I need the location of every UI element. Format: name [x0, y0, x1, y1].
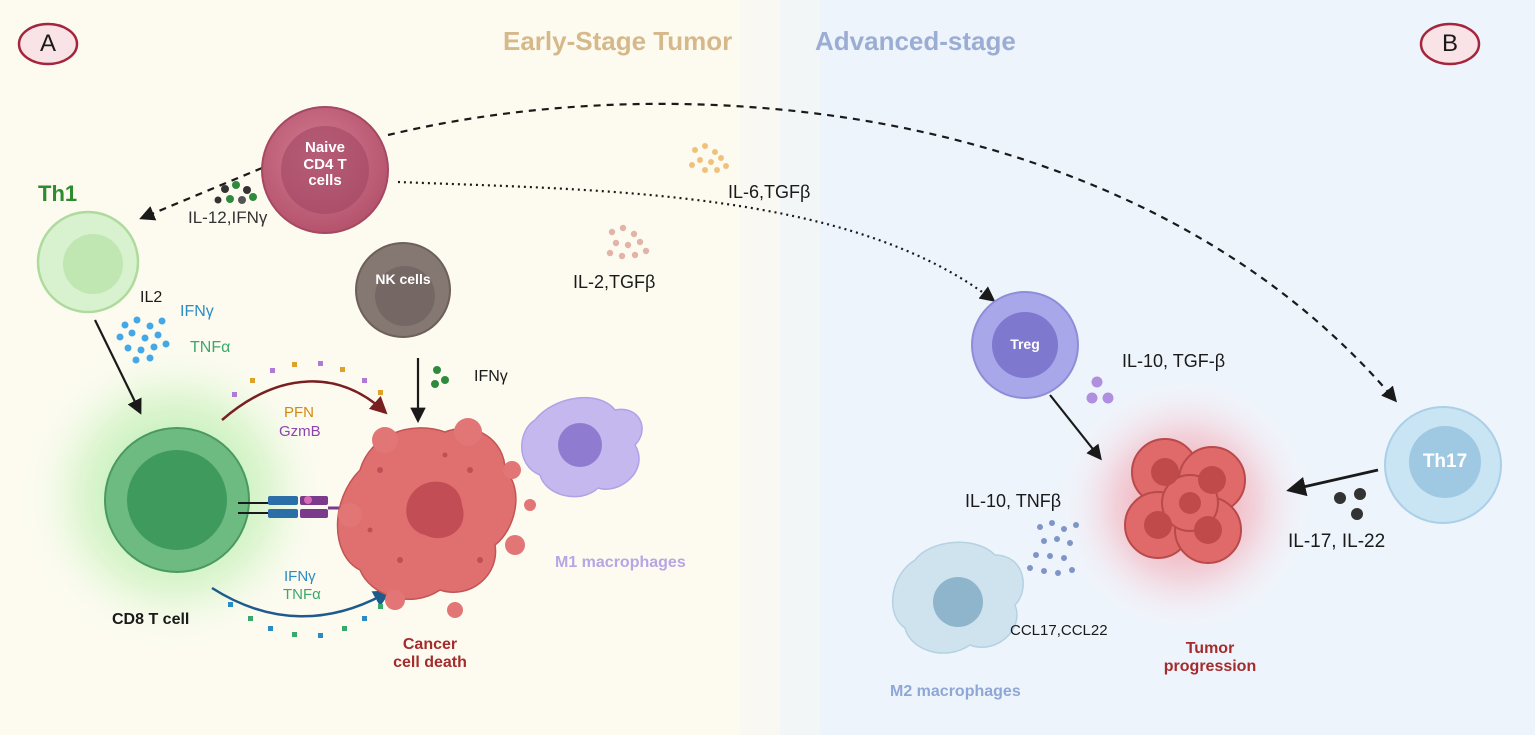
il2-tgfb-dots: [606, 224, 650, 260]
th17-cell: [1384, 406, 1502, 524]
m1-label: M1 macrophages: [555, 554, 686, 571]
pfn-gzmb-arrow: [221, 380, 388, 421]
il6-tgfb-label: IL-6,TGFβ: [728, 182, 811, 202]
il6-tgfb-dots: [689, 143, 729, 173]
cd8-label: CD8 T cell: [112, 611, 190, 628]
treg-cell: [971, 291, 1079, 399]
advanced-stage-title: Advanced-stage: [815, 26, 1016, 56]
cancer-death-line1: Cancer: [402, 636, 458, 653]
badge-b: B: [1441, 30, 1458, 57]
cancer-death-label: Cancer cell death: [380, 636, 480, 671]
badge-a-ring: [17, 22, 79, 66]
il12-ifng-label: IL-12,IFNγ: [188, 208, 268, 227]
il2-tgfb-label: IL-2,TGFβ: [573, 272, 656, 292]
tumor-cluster: [1124, 438, 1246, 564]
naive-cd4-label-line1: Naive: [304, 139, 346, 156]
tcr-mhc-complex: [238, 496, 350, 518]
treg-to-tumor-arrow: [1049, 394, 1102, 461]
cancer-death-line2: cell death: [393, 653, 467, 671]
nk-ifng-dots: [431, 366, 449, 388]
m2-label: M2 macrophages: [890, 683, 1021, 700]
tumor-progression-line1: Tumor: [1185, 640, 1235, 657]
stage-transition: [740, 0, 820, 735]
nk-label: NK cells: [375, 271, 431, 287]
treg-label: Treg: [1010, 336, 1040, 352]
th1-label: Th1: [38, 181, 78, 206]
th1-cell: [36, 210, 140, 314]
early-stage-title: Early-Stage Tumor: [503, 26, 733, 56]
th17-label: Th17: [1422, 451, 1468, 472]
nk-ifng-label: IFNγ: [474, 368, 508, 385]
il12-ifng-dots: [214, 181, 257, 204]
th1-to-cd8-arrow: [94, 319, 142, 415]
gzmb-label: GzmB: [279, 423, 321, 440]
il17-il22-label: IL-17, IL-22: [1288, 531, 1386, 552]
naive-cd4-label-line2: CD4 T: [303, 155, 347, 173]
cd8-ifng-tnfa-dots: [228, 602, 383, 638]
badge-b-ring: [1419, 22, 1481, 66]
il2-label: IL2: [140, 289, 163, 306]
naive-cd4-t-cell: [261, 106, 389, 234]
th1-cytokine-dots: [116, 316, 170, 364]
naive-to-th1-arrow: [139, 166, 263, 221]
treg-cytokine-dots: [1086, 376, 1114, 404]
ccl17-ccl22-label: CCL17,CCL22: [1010, 622, 1108, 639]
tumor-progression-line2: progression: [1163, 657, 1257, 675]
th17-to-tumor-arrow: [1286, 468, 1379, 497]
pfn-gzmb-dots: [232, 361, 383, 397]
naive-cd4-label-line3: cells: [308, 172, 342, 189]
th1-ifng-label: IFNγ: [180, 303, 214, 320]
m2-macrophage: [891, 541, 1024, 654]
dying-cancer-cell: [336, 418, 536, 618]
th17-cytokine-dots: [1334, 488, 1366, 520]
tumor-progression-label: Tumor progression: [1150, 640, 1270, 675]
th1-tnfa-label: TNFα: [190, 339, 231, 356]
nk-cell: [355, 242, 451, 338]
il10-tnfb-label: IL-10, TNFβ: [965, 491, 1062, 511]
ifng-tnfa-cd8-arrow: [211, 586, 392, 618]
cd8-t-cell: [104, 427, 250, 573]
m1-macrophage: [521, 397, 643, 498]
pfn-label: PFN: [284, 404, 314, 421]
naive-to-th17-arrow: [387, 102, 1397, 403]
il10-tgfb-label: IL-10, TGF-β: [1122, 351, 1226, 371]
cd8-tnfa-label: TNFα: [283, 586, 321, 603]
m2-cytokine-dots: [1027, 520, 1079, 576]
cd8-ifng-label: IFNγ: [284, 568, 316, 585]
naive-cd4-label: Naive CD4 T cells: [285, 139, 365, 190]
badge-a: A: [39, 30, 56, 57]
